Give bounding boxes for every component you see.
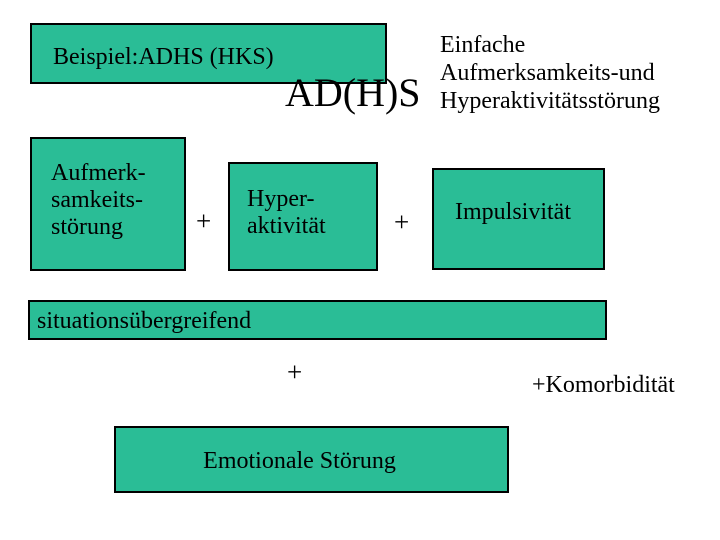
title-text: Beispiel:ADHS (HKS)	[53, 44, 274, 70]
emotional-box-label: Emotionale Störung	[203, 448, 396, 474]
impulsivity-box: Impulsivität	[432, 168, 605, 270]
title-box: Beispiel:ADHS (HKS)	[30, 23, 387, 84]
situations-bar: situationsübergreifend	[28, 300, 607, 340]
big-title: AD(H)S	[285, 70, 421, 115]
subtitle-line-2: Aufmerksamkeits-und	[440, 60, 655, 86]
hyperactivity-box-line-1: Hyper-	[247, 186, 315, 212]
plus-sign-2: +	[394, 207, 410, 237]
subtitle-line-3: Hyperaktivitätsstörung	[440, 88, 660, 114]
subtitle-line-1: Einfache	[440, 32, 526, 58]
attention-box-line-2: samkeits-	[51, 187, 143, 213]
attention-box-line-3: störung	[51, 214, 123, 240]
plus-sign-1: +	[196, 206, 212, 236]
komorbiditaet-label: +Komorbidität	[532, 372, 675, 398]
subtitle: Einfache Aufmerksamkeits-und Hyperaktivi…	[440, 31, 660, 115]
situations-bar-label: situationsübergreifend	[37, 308, 252, 334]
attention-box: Aufmerk- samkeits- störung	[30, 137, 186, 271]
hyperactivity-box-line-2: aktivität	[247, 213, 326, 239]
attention-box-line-1: Aufmerk-	[51, 160, 146, 186]
plus-sign-3: +	[287, 357, 303, 387]
impulsivity-box-label: Impulsivität	[455, 199, 571, 225]
emotional-box: Emotionale Störung	[114, 426, 509, 493]
hyperactivity-box: Hyper- aktivität	[228, 162, 378, 271]
